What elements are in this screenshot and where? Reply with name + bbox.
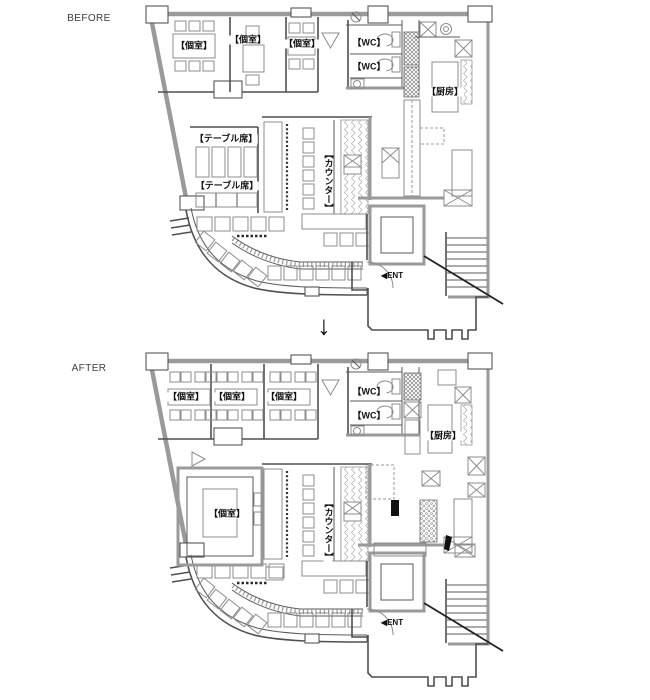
before-private-room-3-label: 【個室】 xyxy=(282,38,322,49)
after-title: AFTER xyxy=(71,363,107,374)
after-wc-1-label: 【WC】 xyxy=(351,386,387,397)
after-private-room-4-label: 【個室】 xyxy=(207,508,247,519)
before-title: BEFORE xyxy=(67,13,111,24)
after-private-room-2-label: 【個室】 xyxy=(212,391,252,402)
before-counter-label: 【カウンター】 xyxy=(323,148,334,214)
before-wc-1-label: 【WC】 xyxy=(351,37,387,48)
before-entrance-label: ◀ENT xyxy=(380,271,404,280)
after-wc-2-label: 【WC】 xyxy=(351,410,387,421)
after-private-room-1-label: 【個室】 xyxy=(166,391,206,402)
after-kitchen-label: 【厨房】 xyxy=(423,430,463,441)
after-entrance-label: ◀ENT xyxy=(380,618,404,627)
after-private-room-3-label: 【個室】 xyxy=(264,391,304,402)
before-table-seats-1-label: 【テーブル席】 xyxy=(193,133,259,144)
transition-arrow: ↓ xyxy=(317,310,331,341)
before-private-room-2-label: 【個室】 xyxy=(228,34,268,45)
after-plan-extras xyxy=(167,364,486,581)
before-private-room-1-label: 【個室】 xyxy=(174,40,214,51)
before-kitchen-label: 【厨房】 xyxy=(425,86,465,97)
after-counter-label: 【カウンター】 xyxy=(323,497,334,563)
before-wc-2-label: 【WC】 xyxy=(351,61,387,72)
before-table-seats-2-label: 【テーブル席】 xyxy=(194,180,260,191)
